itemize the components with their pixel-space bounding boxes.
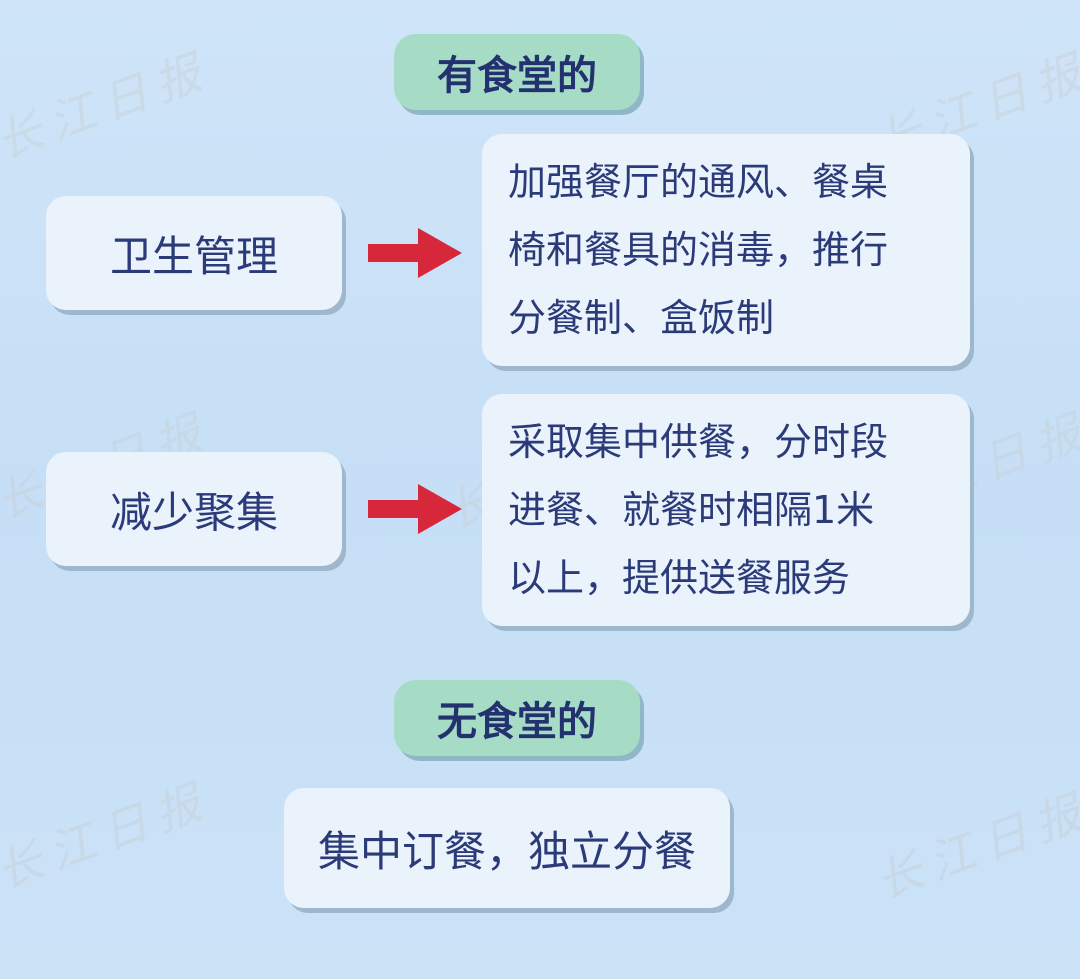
category-label: 卫生管理 [109,231,278,281]
description-box-no-canteen: 集中订餐，独立分餐 [284,788,730,908]
section-title-no-canteen: 无食堂的 [394,680,640,756]
section-title-no-canteen-text: 无食堂的 [437,699,597,745]
category-box-hygiene: 卫生管理 [46,196,342,310]
category-label: 减少聚集 [109,487,278,537]
description-text: 集中订餐，独立分餐 [317,826,696,876]
right-arrow-icon [368,228,462,278]
description-text: 采取集中供餐，分时段 进餐、就餐时相隔1米 以上，提供送餐服务 [508,408,888,612]
description-text: 加强餐厅的通风、餐桌 椅和餐具的消毒，推行 分餐制、盒饭制 [508,148,888,352]
description-box-hygiene: 加强餐厅的通风、餐桌 椅和餐具的消毒，推行 分餐制、盒饭制 [482,134,970,366]
description-line: 采取集中供餐，分时段 [508,420,889,464]
description-line: 以上，提供送餐服务 [508,556,851,600]
category-box-reduce-gathering: 减少聚集 [46,452,342,566]
description-line: 加强餐厅的通风、餐桌 [508,160,889,204]
description-box-reduce-gathering: 采取集中供餐，分时段 进餐、就餐时相隔1米 以上，提供送餐服务 [482,394,970,626]
section-title-canteen-text: 有食堂的 [437,53,597,99]
description-line: 分餐制、盒饭制 [508,296,775,340]
section-title-canteen: 有食堂的 [394,34,640,110]
description-line: 进餐、就餐时相隔1米 [508,488,875,532]
right-arrow-icon [368,484,462,534]
description-line: 椅和餐具的消毒，推行 [508,228,889,272]
